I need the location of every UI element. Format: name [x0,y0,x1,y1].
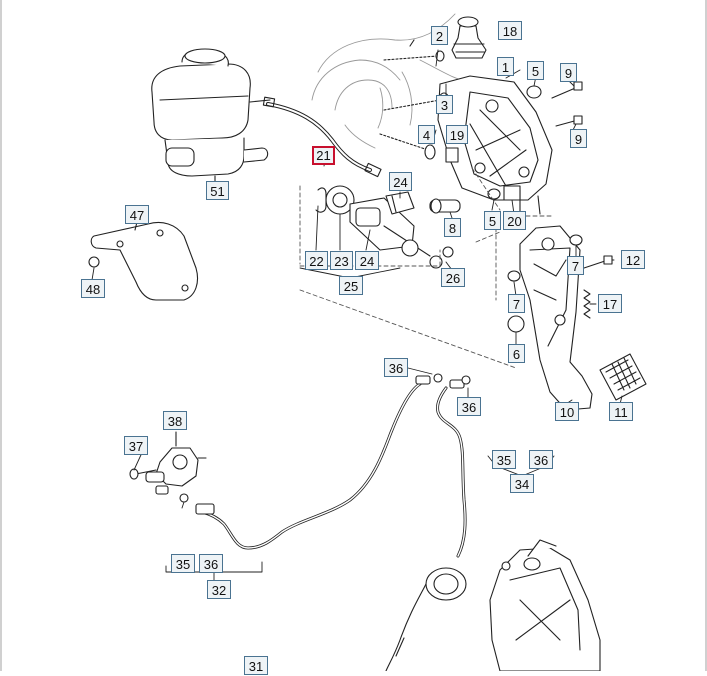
callout-47: 47 [125,205,149,224]
clip-19-20 [445,147,521,201]
callout-36d: 36 [529,450,553,469]
right-border [705,0,707,671]
callout-48: 48 [81,279,105,298]
callout-24b: 24 [355,251,379,270]
callout-7b: 7 [508,294,525,313]
callout-26: 26 [441,268,465,287]
callout-31: 31 [244,656,268,675]
callout-36: 36 [384,358,408,377]
spring-17 [583,289,591,319]
callout-8: 8 [444,218,461,237]
callout-22: 22 [305,251,328,270]
nut-7a [569,234,583,246]
callout-38: 38 [163,411,187,430]
brake-master-cylinder-reservoir [151,48,271,177]
callout-6: 6 [508,344,525,363]
callout-10: 10 [555,402,579,421]
pin-8 [429,198,461,214]
callout-12: 12 [621,250,645,269]
callout-20: 20 [503,211,526,230]
callout-34: 34 [510,474,534,493]
bump-stop-18 [451,16,487,59]
pedal-bracket-lower [489,539,601,671]
left-border [0,0,2,671]
bolt-12 [583,255,613,269]
clutch-master-cylinder-23 [315,185,454,269]
callout-5: 5 [527,61,544,80]
callout-7: 7 [567,256,584,275]
clutch-line-34 [436,375,471,558]
callout-36c: 36 [199,554,223,573]
nut-48 [88,256,100,268]
callout-51: 51 [206,181,229,200]
bolts-9-nut-5 [487,81,583,200]
release-bearing [385,567,467,671]
body-contour-lines [311,13,471,149]
callout-5b: 5 [484,211,501,230]
callout-19: 19 [446,125,468,144]
bushing-6 [507,315,525,333]
callout-36b: 36 [457,397,481,416]
clutch-hose-21 [262,96,382,178]
callout-23: 23 [330,251,353,270]
pedal-bracket-1 [437,75,553,215]
callout-17: 17 [598,294,622,313]
callout-3: 3 [436,95,453,114]
clutch-pedal-10 [519,225,593,411]
clutch-line-32 [179,373,443,550]
callout-9b: 9 [570,129,587,148]
bracket-47 [90,221,199,301]
nut-7b [507,270,521,282]
callout-2: 2 [431,26,448,45]
callout-1: 1 [497,57,514,76]
callout-9: 9 [560,63,577,82]
callout-32: 32 [207,580,231,599]
pedal-pad-11 [599,353,647,401]
clip-24 [385,191,415,215]
callout-37: 37 [124,436,148,455]
callout-21-highlighted: 21 [312,146,335,165]
callout-11: 11 [609,402,633,421]
callout-4: 4 [418,125,435,144]
callout-25: 25 [339,276,363,295]
callout-24: 24 [389,172,412,191]
callout-18: 18 [498,21,522,40]
callout-35: 35 [171,554,195,573]
callout-35b: 35 [492,450,516,469]
